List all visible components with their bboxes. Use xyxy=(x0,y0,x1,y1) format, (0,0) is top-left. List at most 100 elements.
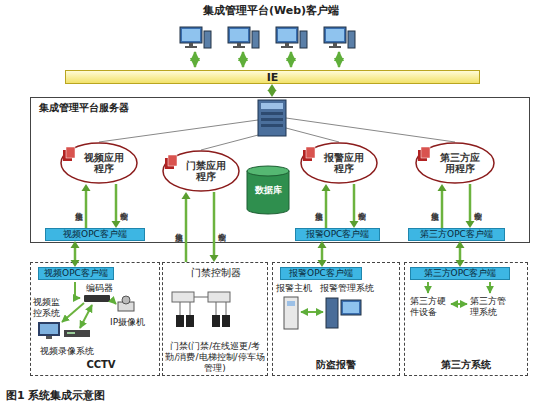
connector-line xyxy=(321,246,324,262)
client-arrows xyxy=(194,52,197,67)
client-computer xyxy=(204,31,211,48)
connector-line xyxy=(74,246,77,262)
door-devices xyxy=(172,292,194,302)
client-computer xyxy=(230,29,248,41)
node-text: 第三方应用程序 xyxy=(440,152,480,174)
opc-band: 报警OPC客户端 xyxy=(280,267,362,280)
door-devices xyxy=(216,302,217,315)
connector-line xyxy=(459,246,462,262)
arrow-head xyxy=(438,184,447,191)
client-computer xyxy=(348,31,355,48)
arrow-head xyxy=(318,260,327,267)
cctv-devices xyxy=(67,332,75,334)
ellipse-outline xyxy=(416,143,494,183)
client-computer xyxy=(278,29,296,41)
cylinder-body xyxy=(247,171,289,214)
ellipse-outline xyxy=(163,151,239,191)
client-computer xyxy=(333,43,337,46)
client-computer xyxy=(276,27,298,43)
door-devices xyxy=(212,315,220,327)
cctv-devices xyxy=(84,295,110,302)
arrow-head xyxy=(82,184,91,191)
node-text: 第三方系统 xyxy=(433,359,499,370)
subsystem-box: 第三方系统 第三方OPC客户端 xyxy=(404,262,528,376)
client-computer xyxy=(180,27,202,43)
connector-arrow xyxy=(350,184,359,228)
node-text: 视频OPC客户端 xyxy=(44,268,108,279)
subsystem-box: 防盗报警 报警OPC客户端 xyxy=(272,262,400,376)
client-computer xyxy=(329,46,341,48)
cctv-devices xyxy=(64,330,90,337)
cctv-wires xyxy=(62,303,84,322)
client-computer xyxy=(326,29,344,41)
connector-arrow xyxy=(268,84,277,97)
connector-line xyxy=(185,197,188,262)
cctv-devices xyxy=(122,296,130,304)
device-label: 视频监控系统 xyxy=(33,297,63,319)
app-ellipse: 报警应用程序 xyxy=(300,142,378,184)
device-label: 报警管理系统 xyxy=(320,283,378,294)
server-icon xyxy=(261,112,283,115)
connector-line xyxy=(213,192,216,257)
client-computer xyxy=(228,27,250,43)
client-computer xyxy=(276,27,307,48)
door-devices xyxy=(208,292,230,302)
node-text: 集成管理平台服务器 xyxy=(39,102,169,113)
server-links xyxy=(201,134,262,150)
opc-band: 视频OPC客户端 xyxy=(38,267,114,280)
connector-arrow xyxy=(456,241,465,267)
node-text: 防盗报警 xyxy=(303,359,369,370)
arrow-head xyxy=(456,241,465,248)
client-computer xyxy=(189,43,193,46)
node-text: 视频应用程序 xyxy=(84,152,124,174)
door-devices xyxy=(226,302,227,315)
opc-band: 第三方OPC客户端 xyxy=(408,228,505,241)
client-computer xyxy=(324,27,346,43)
device-label: 编码器 xyxy=(86,283,116,294)
door-devices xyxy=(222,315,230,327)
server-icon xyxy=(261,103,283,109)
server-icon xyxy=(261,124,283,127)
app-ellipse: 第三方应用程序 xyxy=(415,142,495,184)
figure-caption: 图1 系统集成示意图 xyxy=(6,389,226,402)
client-computer xyxy=(300,31,307,48)
arrow-head xyxy=(268,84,277,91)
cctv-wires xyxy=(62,282,116,328)
connector-arrow xyxy=(182,192,191,262)
arrow-head xyxy=(71,260,80,267)
database-cylinder: 数据库 xyxy=(246,165,290,215)
arrow-head xyxy=(182,192,191,199)
cctv-wires xyxy=(111,299,116,304)
client-computer xyxy=(228,27,259,48)
connector-arrow xyxy=(438,184,447,228)
alarm-devices xyxy=(301,311,323,313)
client-computer xyxy=(185,46,197,48)
connector-line xyxy=(271,89,274,92)
alarm-devices xyxy=(326,298,338,328)
connector-arrow xyxy=(82,184,91,228)
client-arrows xyxy=(290,52,293,67)
program-icon xyxy=(66,147,75,158)
cctv-wires xyxy=(75,282,80,298)
door-devices xyxy=(176,315,184,327)
arrow-head xyxy=(268,90,277,97)
door-devices xyxy=(194,297,208,298)
connector-line xyxy=(85,189,88,228)
connector-arrow xyxy=(112,184,121,228)
door-devices xyxy=(180,302,181,315)
alarm-devices xyxy=(343,302,359,313)
cylinder-top xyxy=(247,166,289,176)
node-text: CCTV xyxy=(71,359,131,370)
door-devices xyxy=(186,315,194,327)
program-icon xyxy=(168,155,177,166)
node-text: 门禁(门禁/在线巡更/考勤/消费/电梯控制/停车场管理) xyxy=(165,341,265,374)
arrow-head xyxy=(456,260,465,267)
subsystem-box: 门禁控制器门禁(门禁/在线巡更/考勤/消费/电梯控制/停车场管理) xyxy=(162,262,268,376)
connector-line xyxy=(441,189,444,228)
program-icon xyxy=(306,147,315,158)
connector-arrow xyxy=(466,184,475,228)
client-computer xyxy=(237,43,241,46)
node-text: 第三方OPC客户端 xyxy=(424,268,497,279)
client-arrows xyxy=(338,52,341,67)
